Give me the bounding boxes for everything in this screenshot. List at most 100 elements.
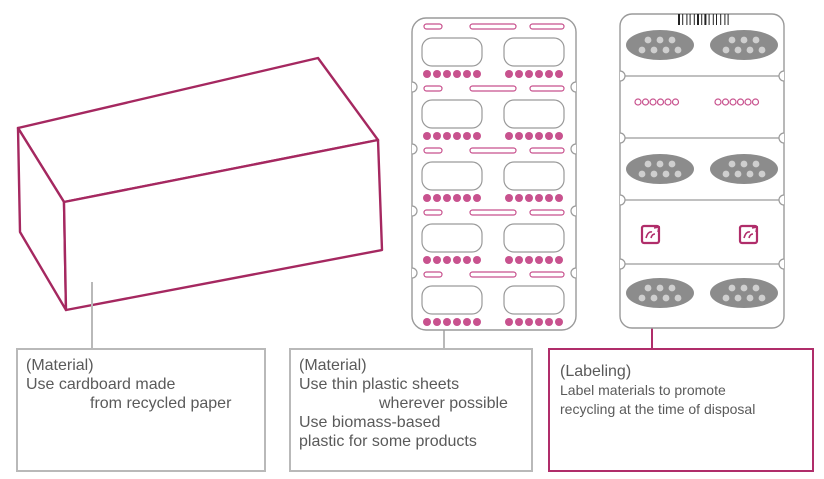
pill-dot — [423, 70, 431, 78]
pill-dot — [433, 70, 441, 78]
pill-dot — [751, 98, 760, 106]
callout-text: plastic for some products — [299, 433, 477, 450]
barcode-bar — [697, 14, 699, 25]
barcode-bar — [724, 14, 726, 25]
callout-heading: (Labeling) — [560, 363, 632, 380]
pill-dot — [662, 294, 670, 302]
side-notch — [411, 81, 418, 93]
side-notch — [411, 143, 418, 155]
oval-pill-pocket — [626, 30, 694, 60]
pill-dot — [443, 194, 451, 202]
blister-pocket — [421, 161, 483, 191]
labeling-callout: (Labeling) Label materials to promote re… — [548, 348, 814, 472]
pill-dot — [515, 318, 523, 326]
recycle-mark-icon — [640, 224, 661, 245]
side-notch — [778, 258, 785, 270]
oval-pill-pocket — [710, 278, 778, 308]
barcode-bar — [716, 14, 717, 25]
pill-dot — [746, 170, 754, 178]
pill-dot — [463, 194, 471, 202]
perforation-slot — [529, 85, 565, 92]
pill-dot — [473, 256, 481, 264]
blister-pocket — [503, 37, 565, 67]
pill-dot — [656, 160, 664, 168]
perforation-slot — [423, 209, 443, 216]
side-notch — [619, 194, 626, 206]
blister-pocket — [421, 37, 483, 67]
pill-dot — [746, 294, 754, 302]
barcode-bar — [720, 14, 722, 25]
perforation-slot — [469, 147, 517, 154]
perforation-slot — [529, 23, 565, 30]
pill-dot — [662, 46, 670, 54]
pill-dot — [525, 132, 533, 140]
pill-dot — [752, 284, 760, 292]
pill-dot — [722, 46, 730, 54]
pill-dot — [535, 70, 543, 78]
pill-dot — [758, 46, 766, 54]
side-notch — [619, 132, 626, 144]
sheet-material-callout: (Material) Use thin plastic sheets where… — [289, 348, 533, 472]
side-notch — [778, 132, 785, 144]
callout-text: Label materials to promote — [560, 382, 726, 398]
pill-dot — [668, 160, 676, 168]
pill-dot — [721, 98, 730, 106]
pill-dot — [423, 256, 431, 264]
pill-dot — [433, 132, 441, 140]
pill-dot — [433, 194, 441, 202]
pill-dot — [545, 318, 553, 326]
pill-dot — [722, 170, 730, 178]
callout-text: Use cardboard made — [26, 376, 176, 393]
side-notch — [411, 267, 418, 279]
pill-dot — [740, 36, 748, 44]
pill-dot — [515, 132, 523, 140]
pill-dot — [649, 98, 657, 106]
callout-text: from recycled paper — [90, 395, 232, 412]
blister-pocket — [503, 285, 565, 315]
perforation-slot — [469, 23, 517, 30]
pill-dot — [746, 46, 754, 54]
pill-dot — [525, 318, 533, 326]
barcode-bar — [727, 14, 729, 25]
pill-dot — [555, 256, 563, 264]
pill-dot — [453, 194, 461, 202]
pill-dot — [752, 160, 760, 168]
pill-dot — [714, 98, 722, 106]
pill-dot — [671, 98, 680, 106]
oval-pill-pocket — [710, 30, 778, 60]
pill-dot — [650, 46, 658, 54]
barcode-bar — [701, 14, 703, 25]
pill-dot — [535, 132, 543, 140]
perforation-slot — [423, 85, 443, 92]
pill-dot — [423, 132, 431, 140]
pill-dot — [555, 194, 563, 202]
pill-dot — [545, 132, 553, 140]
side-notch — [411, 205, 418, 217]
pill-dot — [473, 318, 481, 326]
pill-dot — [644, 160, 652, 168]
blister-sheet-front-icon — [411, 17, 577, 331]
pill-dot — [525, 70, 533, 78]
pill-dot — [505, 194, 513, 202]
pill-dot — [473, 70, 481, 78]
pill-dot — [433, 256, 441, 264]
side-notch — [570, 143, 577, 155]
perforation-slot — [529, 209, 565, 216]
barcode-bar — [686, 14, 688, 25]
pill-dot — [443, 132, 451, 140]
pill-dot — [728, 284, 736, 292]
pill-dot — [740, 160, 748, 168]
pill-dot — [453, 70, 461, 78]
perforation-slot — [469, 271, 517, 278]
pill-dot — [505, 70, 513, 78]
pill-dot — [674, 294, 682, 302]
pill-dot — [423, 318, 431, 326]
pill-dot — [638, 170, 646, 178]
pill-dot — [758, 294, 766, 302]
side-notch — [778, 194, 785, 206]
callout-text: wherever possible — [379, 395, 508, 412]
pill-dot — [525, 194, 533, 202]
callout-text: Use thin plastic sheets — [299, 376, 460, 393]
pill-dot — [453, 318, 461, 326]
perforation-slot — [423, 23, 443, 30]
